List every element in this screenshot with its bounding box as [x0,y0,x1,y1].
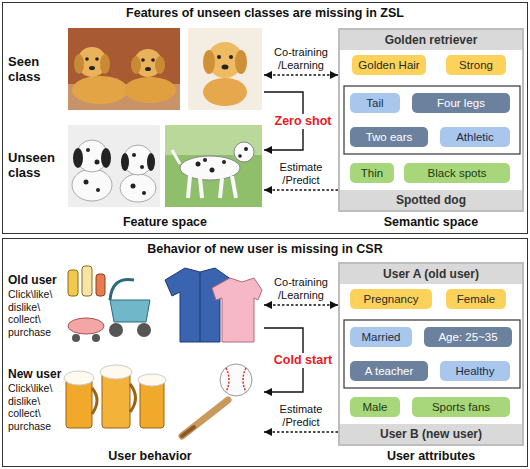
attribute-tag: Male [350,397,400,417]
text-column: Unseen class [8,150,68,180]
baseball-picture [182,364,252,436]
attribute-text: A teacher [365,365,414,377]
attribute-tag: Four legs [412,93,510,113]
header-band: Golden retriever [340,30,522,50]
attribute-text: Healthy [456,365,495,377]
text-column: Seen class [8,54,68,84]
connector-arrow [264,189,338,190]
edge-label: Estimate /Predict [267,403,335,429]
panel-title: Behavior of new user is missing in CSR [3,242,527,256]
attribute-tag: Athletic [440,127,510,147]
user-label: New user [8,367,68,382]
attribute-text: Male [363,401,388,413]
attribute-tag: Female [446,289,506,309]
attribute-tag: Age: 25~35 [424,327,512,347]
edge-label: Zero shot [273,114,334,129]
attribute-tag: Sports fans [412,397,510,417]
attribute-text: Tail [366,97,383,109]
text-column: New userClick\like\ dislike\ collect\ pu… [8,367,68,432]
panel-frame: Old userClick\like\ dislike\ collect\ pu… [2,238,528,467]
panel-title: Features of unseen classes are missing i… [3,6,527,20]
attribute-tag: Strong [446,55,506,75]
attribute-text: Four legs [437,97,485,109]
attribute-text: Thin [361,167,383,179]
space-caption: Feature space [95,215,235,229]
header-band: User A (old user) [340,264,522,284]
attribute-box: Pregnancy FemaleMarried Age: 25~35 A teache… [338,262,524,446]
attribute-box: Golden Hair StrongTail Four legsTwo ears At… [338,28,524,212]
beer-picture [64,365,166,428]
feature-group: Unseen class [6,122,264,208]
edge-label: Estimate /Predict [267,161,335,187]
attribute-text: Golden Hair [358,59,419,71]
golden-retriever-photo [68,28,180,110]
user-group: Old userClick\like\ dislike\ collect\ pu… [6,262,264,348]
header-band: Spotted dog [340,190,522,210]
attribute-tag: Black spots [404,163,510,183]
attribute-text: Married [362,331,401,343]
connector-arrow [264,304,338,305]
box-footer: User B (new user) [380,427,482,441]
attribute-tag: Married [350,327,412,347]
attribute-text: Female [457,293,495,305]
attribute-text: Pregnancy [364,293,419,305]
header-band: User B (new user) [340,424,522,444]
attribute-text: Age: 25~35 [438,331,497,343]
attribute-text: Strong [459,59,493,71]
user-group: New userClick\like\ dislike\ collect\ pu… [6,356,264,442]
user-label: Click\like\ dislike\ collect\ purchase [8,288,68,338]
dalmatian-field-photo [165,125,262,207]
attribute-text: Sports fans [432,401,490,413]
attribute-tag: Pregnancy [350,289,432,309]
baby-products-picture [68,266,151,342]
attribute-tag: Thin [350,163,394,183]
space-caption: Semantic space [361,215,501,229]
box-footer: Spotted dog [396,193,466,207]
feature-group: Seen class [6,26,264,112]
dalmatian-photo [68,125,160,207]
edge-label: Co-training /Learning [267,46,335,72]
connector-arrow [264,74,338,75]
attribute-tag: Golden Hair [352,55,426,75]
edge-label: Co-training /Learning [267,276,335,302]
text-column: Old userClick\like\ dislike\ collect\ pu… [8,273,68,338]
attribute-tag: A teacher [350,361,428,381]
attribute-text: Athletic [456,131,494,143]
user-label: Click\like\ dislike\ collect\ purchase [8,382,68,432]
attribute-text: Black spots [428,167,487,179]
panel-frame: Seen class Golden Hair StrongTail Four legs… [2,2,528,234]
class-label: Seen class [8,54,68,84]
shared-attributes-outline [344,320,520,388]
connector-arrow [264,431,338,432]
class-label: Unseen class [8,150,68,180]
space-caption: User attributes [361,449,501,463]
attribute-tag: Healthy [440,361,510,381]
shared-attributes-outline [344,86,520,154]
edge-label: Cold start [272,353,334,368]
golden-puppy-photo [188,28,262,110]
attribute-tag: Two ears [350,127,428,147]
user-label: Old user [8,273,68,288]
attribute-tag: Tail [350,93,400,113]
box-heading: User A (old user) [383,267,479,281]
attribute-text: Two ears [366,131,413,143]
clothes-picture [165,268,262,342]
space-caption: User behavior [80,449,220,463]
box-heading: Golden retriever [385,33,478,47]
